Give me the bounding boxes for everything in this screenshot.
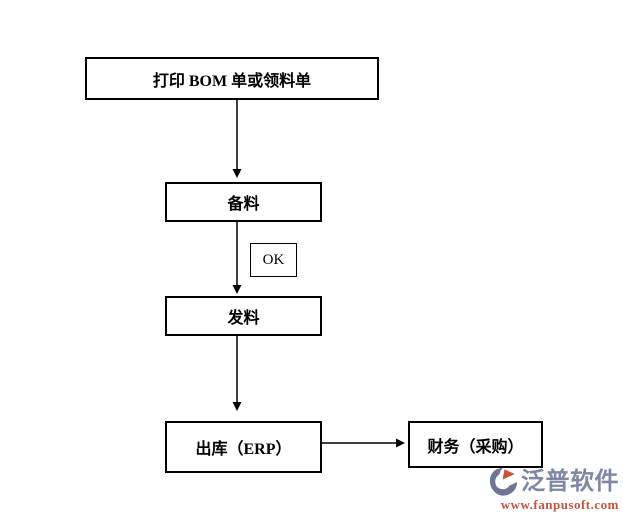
node-warehouse-out-erp: 出库（ERP）	[165, 421, 322, 473]
fanpu-brand-text: 泛普软件	[521, 468, 619, 495]
node-issue-material: 发料	[165, 296, 322, 336]
arrow-print-to-prepare	[232, 100, 242, 178]
node-print-bom: 打印 BOM 单或领料单	[85, 57, 379, 100]
arrow-issue-to-outbound	[232, 336, 242, 411]
arrow-outbound-to-finance	[322, 438, 405, 448]
node-prepare-material: 备料	[165, 182, 322, 222]
node-ok-label: OK	[250, 243, 297, 277]
node-finance-purchasing: 财务（采购）	[408, 421, 543, 468]
fanpu-logo-icon	[489, 467, 518, 496]
fanpu-logo: 泛普软件 www.fanpusoft.com	[487, 466, 619, 514]
fanpu-logo-row: 泛普软件	[488, 466, 619, 497]
fanpu-website-url[interactable]: www.fanpusoft.com	[500, 497, 619, 512]
arrow-prepare-to-issue	[232, 222, 242, 294]
